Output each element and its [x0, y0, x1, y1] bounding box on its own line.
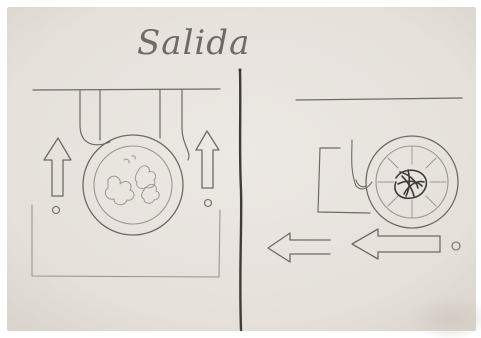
sketch-title: Salida	[137, 23, 250, 63]
center-divider	[240, 70, 241, 330]
divider-dot-top	[239, 69, 242, 72]
